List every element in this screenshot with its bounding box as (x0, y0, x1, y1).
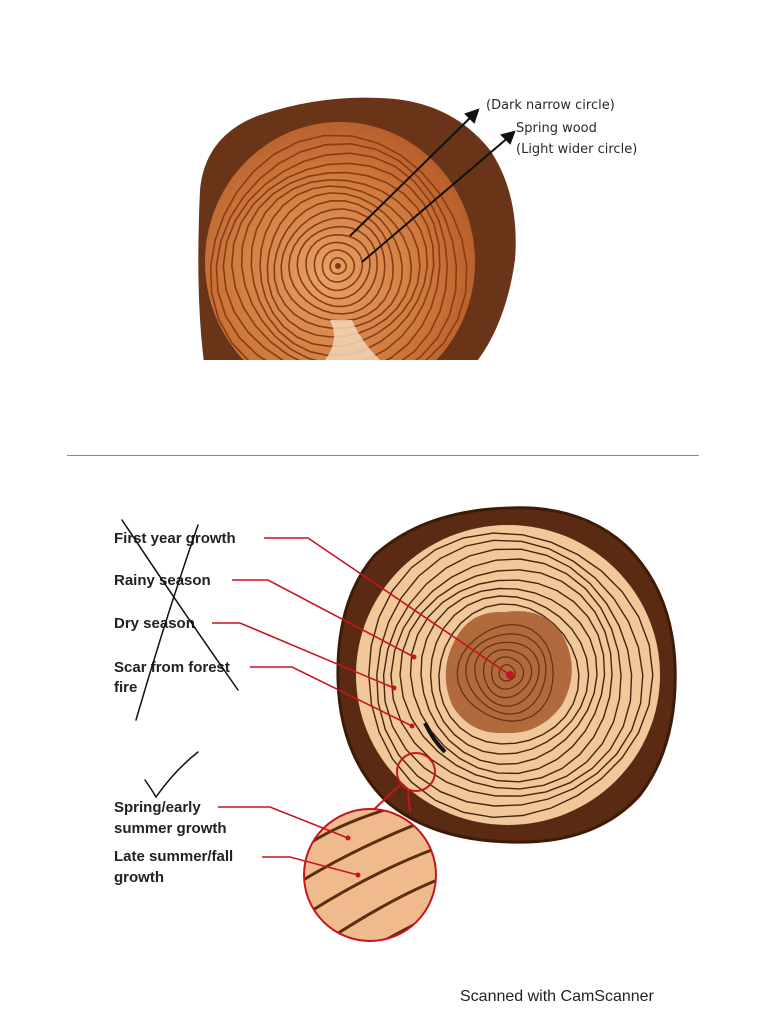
label-dry-season: Dry season (114, 615, 195, 632)
photo-ring (230, 162, 441, 360)
diagram-ring (390, 558, 622, 790)
diagram-ring (420, 587, 598, 765)
section-divider (67, 455, 699, 456)
leader-lines (212, 537, 511, 876)
heartwood-ring (465, 633, 547, 715)
label-spring-line1: Spring/early (114, 799, 201, 816)
photo-ring (259, 185, 421, 348)
diagram-ring (368, 532, 654, 819)
magnify-connector-right (407, 789, 411, 813)
label-scar-line1: Scar from forest (114, 659, 230, 676)
diagram-ring (399, 569, 613, 783)
leader-late (262, 856, 359, 876)
tree-ring-diagram: First year growth Rainy season Dry seaso… (114, 506, 677, 942)
label-scar-line2: fire (114, 679, 137, 696)
heartwood-ring (474, 641, 540, 707)
photo-arrows (349, 108, 516, 263)
photo-ring (280, 208, 394, 322)
arrow-dark-circle (349, 113, 475, 237)
diagram-ring (429, 595, 590, 755)
diagram-panel: First year growth Rainy season Dry seaso… (0, 470, 768, 970)
photo-ring (250, 178, 429, 357)
diagram-ring (382, 548, 633, 797)
heartwood-rings (456, 623, 554, 722)
photo-pith (335, 263, 341, 269)
leader-first-year (264, 537, 511, 676)
photo-ring (296, 225, 379, 308)
log-photo-illustration: (Dark narrow circle) Spring wood (Light … (198, 97, 637, 360)
label-late-line2: growth (114, 869, 164, 886)
heartwood-ring (456, 623, 554, 722)
arrow-spring-wood (361, 135, 511, 263)
log-cross-section (198, 97, 516, 360)
arrowhead-spring (500, 130, 516, 145)
fire-scar (423, 722, 447, 754)
photo-ring (215, 142, 458, 360)
photo-ring (240, 171, 435, 360)
diagram-ring (409, 579, 606, 775)
diagram-ring (438, 603, 580, 745)
label-late-line1: Late summer/fall (114, 848, 233, 865)
label-spring-wood: Spring wood (516, 121, 597, 136)
hand-cross-stroke-1 (121, 519, 239, 691)
arrowhead-dark (464, 108, 480, 124)
photo-ring (305, 234, 371, 300)
photo-ring (329, 257, 347, 275)
photo-panel: (Dark narrow circle) Spring wood (Light … (0, 0, 768, 440)
leader-scar (250, 666, 413, 727)
diagram-growth-rings (368, 532, 654, 819)
magnified-detail-border (303, 808, 437, 942)
label-spring-line2: summer growth (114, 820, 227, 837)
photo-ring (321, 249, 356, 283)
leader-dots (345, 654, 514, 878)
heartwood-ring (498, 664, 516, 682)
handwritten-marks (121, 519, 239, 799)
heartwood-ring (490, 656, 525, 690)
heartwood-ring (482, 648, 533, 699)
photo-ring (222, 152, 449, 360)
photo-pale-wedge (325, 320, 380, 360)
photo-wood-face (205, 122, 475, 360)
magnify-source-circle (396, 752, 436, 792)
leader-spring (218, 806, 349, 839)
label-light-circle: (Light wider circle) (516, 142, 637, 157)
photo-ring (273, 199, 404, 330)
photo-ring (266, 192, 413, 338)
photo-growth-rings (209, 134, 468, 360)
photo-ring (313, 241, 364, 292)
leader-dry (212, 622, 395, 689)
magnified-detail-bg (304, 809, 436, 941)
photo-ring (209, 134, 468, 360)
scanner-watermark: Scanned with CamScanner (460, 988, 654, 1005)
label-dark-circle: (Dark narrow circle) (486, 98, 615, 113)
hand-cross-stroke-2 (135, 524, 199, 721)
label-first-year-growth: First year growth (114, 530, 236, 547)
leader-rainy (232, 579, 415, 658)
diagram-ring (376, 539, 644, 807)
hand-checkmark (144, 751, 199, 799)
